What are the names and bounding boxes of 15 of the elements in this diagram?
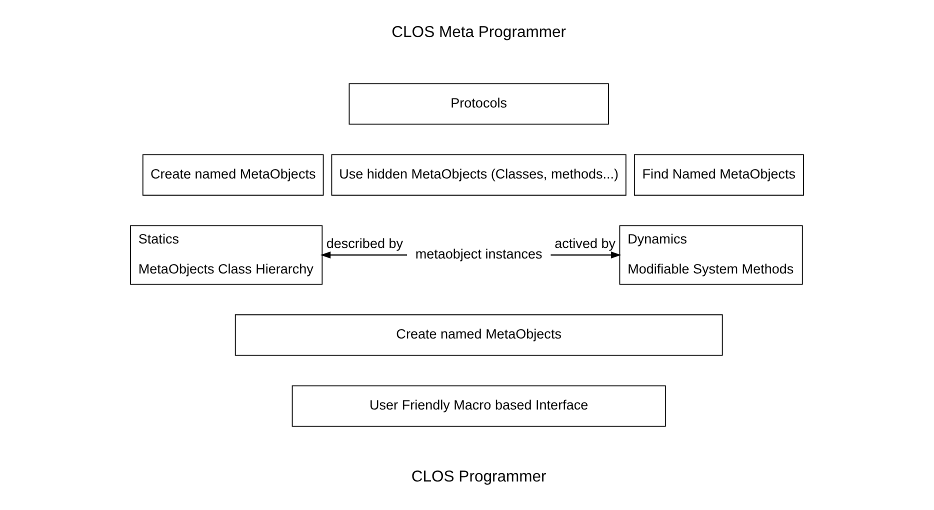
diagram-title: CLOS Meta Programmer bbox=[392, 24, 566, 42]
edge-label: actived by bbox=[554, 236, 616, 251]
arrow bbox=[320, 251, 408, 259]
node-box: Create named MetaObjects bbox=[234, 314, 723, 356]
node-box: User Friendly Macro based Interface bbox=[292, 385, 666, 427]
node-text: metaobject instances bbox=[415, 246, 542, 262]
node-box: Use hidden MetaObjects (Classes, methods...) bbox=[331, 154, 626, 196]
node-box: Find Named MetaObjects bbox=[634, 154, 804, 196]
node-box: Protocols bbox=[348, 83, 609, 125]
arrow bbox=[550, 251, 622, 259]
caption: CLOS Programmer bbox=[411, 468, 546, 486]
node-box: Statics MetaObjects Class Hierarchy bbox=[130, 225, 323, 285]
node-box: Create named MetaObjects bbox=[142, 154, 324, 196]
node-box: Dynamics Modifiable System Methods bbox=[619, 225, 803, 285]
edge-label: described by bbox=[326, 236, 404, 251]
